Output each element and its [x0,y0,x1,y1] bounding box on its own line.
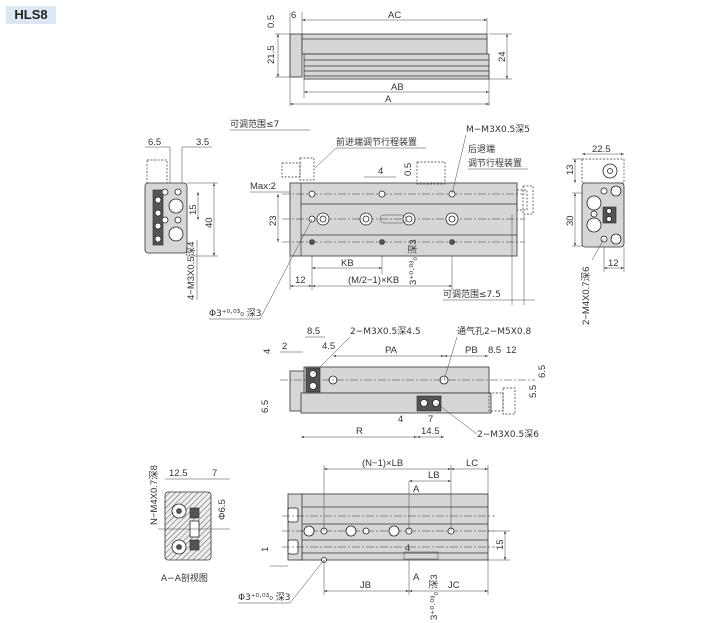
dim-5-5: 5.5 [528,385,539,398]
side-cylinder [300,392,492,414]
label-pin-hole-bottom: Φ3⁺⁰·⁰³₀ 深3 [238,592,290,603]
dim-R: R [356,426,363,437]
dim-24: 24 [497,51,508,62]
dim-14-5: 14.5 [421,426,440,437]
section-body [164,491,212,561]
dim-4-bottom: 4 [405,543,410,554]
section-mark-top: A [413,484,420,495]
dim-8-5: 8.5 [307,326,320,337]
dim-LC: LC [466,458,478,469]
dim-0-5-plan: 0.5 [403,163,414,176]
dim-15: 15 [188,204,199,215]
dim-4-5: 4.5 [322,341,335,352]
dim-8-5b: 8.5 [488,345,501,356]
label-pin-hole-v-bottom: 3⁺⁰·⁰³₀ 深3 [429,574,440,620]
dim-4-side: 4 [262,349,273,354]
right-end-view: 22.5 13 30 12 2−M4X0.7深6 [565,144,625,325]
dim-23: 23 [268,215,279,226]
model-tag: HLS8 [6,6,56,24]
left-end-view: 6.5 3.5 40 15 4−M3X0.5深4 [144,137,218,300]
plan-view: 可调范围≤7 前进端调节行程装置 M−M3X0.5深5 后退端 调节行程装置 M… [209,118,535,320]
dim-AC: AC [388,10,401,21]
label-adj-range-front: 可调范围≤7 [230,118,279,130]
dim-pitch-LB: (N−1)×LB [362,458,403,469]
top-view: AC 6 AB A 21.5 0.5 24 [266,10,512,106]
label-tap-holes: M−M3X0.5深5 [466,124,530,135]
dim-AB: AB [391,82,404,93]
dim-0-5: 0.5 [266,15,277,28]
section-view: 12.5 7 N−M4X0.7深8 Φ6.5 A−A剖视图 [149,465,230,584]
dim-13: 13 [565,164,576,175]
dim-A: A [385,94,392,105]
dim-4: 4 [378,166,383,177]
label-rear-adjuster-2: 调节行程装置 [468,157,522,169]
label-adj-range-rear: 可调范围≤7.5 [443,288,501,300]
dim-dia-6-5: Φ6.5 [217,499,228,520]
dim-KB: KB [341,258,354,269]
side-view: 8.5 4 2 4.5 2−M3X0.5深4.5 通气孔2−M5X0.8 PA … [260,325,548,440]
dim-21-5: 21.5 [266,46,277,65]
dim-2: 2 [282,341,287,352]
section-caption: A−A剖视图 [161,572,208,584]
cylinder-body [303,53,490,80]
section-mark-bottom: A [413,572,420,583]
dim-LB: LB [428,470,440,481]
dim-PB: PB [465,345,478,356]
dim-max-2: Max:2 [250,181,276,192]
dim-3-5: 3.5 [196,137,209,148]
label-pin-hole: Φ3⁺⁰·⁰³₀ 深3 [209,308,261,319]
dim-4b: 4 [398,414,403,425]
dim-12: 12 [295,275,306,286]
dim-6-5-side: 6.5 [260,400,271,413]
dim-30: 30 [565,215,576,226]
dim-7: 7 [428,414,433,425]
label-holes-bottom: 2−M3X0.5深6 [477,429,539,440]
slide-table [301,33,488,55]
end-plate [289,33,303,78]
dim-6: 6 [291,10,296,21]
label-right-holes: 2−M4X0.7深6 [581,267,592,325]
dim-12-right: 12 [608,258,619,269]
label-front-adjuster: 前进端调节行程装置 [336,136,417,148]
label-pin-hole-v: 3⁺⁰·⁰³₀ 深3 [408,239,419,285]
dim-15-bottom: 15 [495,539,506,550]
label-section-holes: N−M4X0.7深8 [149,465,160,525]
dim-12-5: 12.5 [169,468,188,479]
bottom-view: (N−1)×LB LC LB A 15 4 1 JB A JC 3⁺⁰·⁰³₀ … [238,458,510,620]
label-air-port: 通气孔2−M5X0.8 [457,325,532,337]
dim-1: 1 [260,547,271,552]
label-left-holes: 4−M3X0.5深4 [186,242,197,300]
dim-JC: JC [448,580,460,591]
dim-JB: JB [360,580,371,591]
label-rear-adjuster-1: 后退端 [468,143,495,155]
dim-12-side: 12 [506,345,517,356]
dim-7-section: 7 [212,468,217,479]
dim-PA: PA [385,345,398,356]
dim-pitch-KB: (M/2−1)×KB [348,275,399,286]
label-holes-top: 2−M3X0.5深4.5 [350,326,421,337]
dim-6-5b: 6.5 [537,365,548,378]
dim-40: 40 [204,217,215,228]
dim-6-5: 6.5 [148,137,161,148]
dim-22-5: 22.5 [592,144,611,155]
